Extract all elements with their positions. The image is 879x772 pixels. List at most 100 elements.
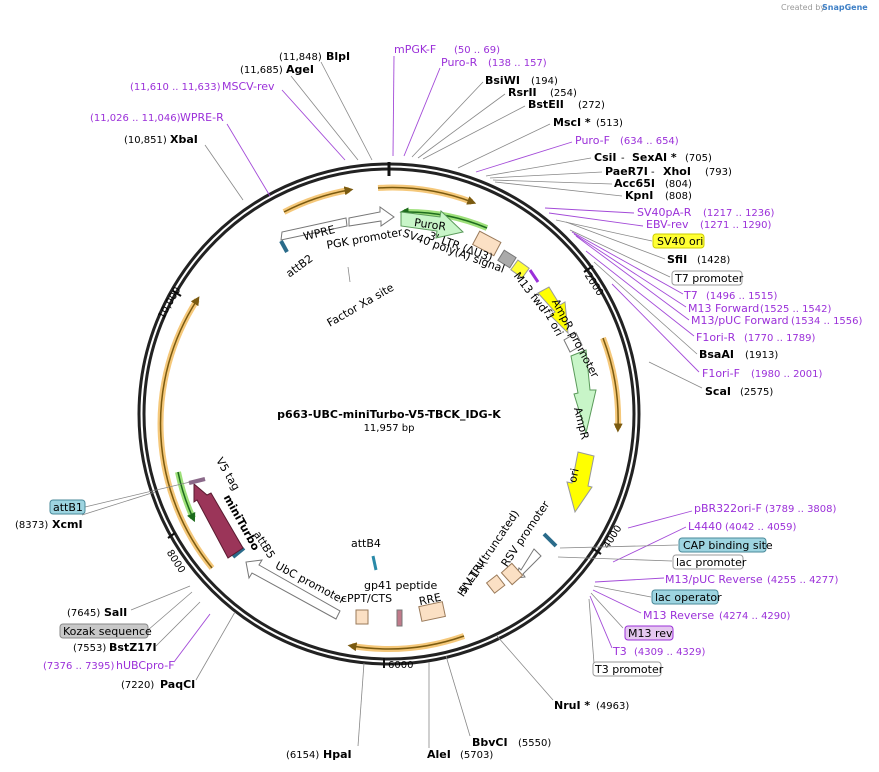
hiv-psi-feature[interactable]	[485, 574, 506, 594]
v5-tag-feature[interactable]	[188, 477, 206, 485]
f1orir-leader	[585, 250, 695, 337]
mpgk-label[interactable]: mPGK-F	[394, 43, 436, 56]
ebvrev-label[interactable]: EBV-rev	[646, 218, 689, 231]
t7-pos: (1496 .. 1515)	[706, 291, 778, 302]
t3prom-leader	[588, 598, 595, 664]
bsaai-label[interactable]: BsaAI	[699, 348, 734, 361]
hpai-label[interactable]: HpaI	[323, 748, 352, 761]
m13rev-box[interactable]	[624, 625, 674, 641]
ampr-feature[interactable]	[570, 349, 597, 435]
ltr5-feature[interactable]	[500, 562, 524, 586]
paqci-pos: (7220)	[121, 680, 154, 691]
mscv-pos: (11,610 .. 11,633)	[130, 82, 221, 93]
sali-label[interactable]: SalI	[104, 606, 127, 619]
paer7i-label[interactable]: PaeR7I	[605, 165, 648, 178]
sfii-label[interactable]: SfiI	[667, 253, 687, 266]
cap-box[interactable]	[678, 537, 767, 553]
attb2-label: attB2	[284, 252, 316, 280]
puror-primer-label[interactable]: Puro-R	[441, 56, 478, 69]
l4440-label[interactable]: L4440	[688, 520, 722, 533]
wpre-feature[interactable]	[280, 217, 348, 241]
t3-promoter-box[interactable]	[592, 661, 662, 677]
f1orir-label[interactable]: F1ori-R	[696, 331, 736, 344]
rre-feature[interactable]	[418, 601, 446, 622]
sv40-polya-feature[interactable]	[497, 249, 517, 269]
ampr-promoter-feature[interactable]	[563, 332, 583, 353]
hiv-psi-label: HIV-1 Ψ	[455, 557, 489, 599]
kozak-box[interactable]	[59, 623, 149, 639]
attb5-feature[interactable]	[231, 546, 246, 559]
attb2-feature[interactable]	[279, 240, 289, 253]
wpre-primer-label[interactable]: WPRE-R	[180, 111, 224, 124]
bstz17i-label[interactable]: BstZ17I	[109, 641, 157, 654]
mini-orf-arrow	[177, 471, 196, 523]
bbvci-label[interactable]: BbvCI	[472, 736, 508, 749]
t7prom-leader	[569, 229, 671, 278]
credit-brand: SnapGene	[822, 3, 868, 12]
t3-label[interactable]: T3	[612, 645, 627, 658]
cppt-feature[interactable]	[355, 609, 369, 625]
attb1-box[interactable]	[49, 499, 86, 515]
f1orif-label[interactable]: F1ori-F	[702, 367, 740, 380]
f1-ori-feature[interactable]	[537, 286, 569, 335]
m13r-label[interactable]: M13 Reverse	[643, 609, 714, 622]
xcmi-label[interactable]: XcmI	[52, 518, 83, 531]
f1orif-pos: (1980 .. 2001)	[751, 369, 823, 380]
sexai-label[interactable]: SexAI *	[632, 151, 677, 164]
paer7i-leader	[489, 171, 603, 179]
purof-label[interactable]: Puro-F	[575, 134, 610, 147]
factorxa-label: Factor Xa site	[325, 281, 396, 330]
ubc-promoter-feature[interactable]	[245, 559, 341, 620]
t7-label[interactable]: T7	[683, 289, 698, 302]
t7-promoter-box[interactable]	[671, 270, 743, 286]
xhoi-label[interactable]: XhoI	[663, 165, 691, 178]
gp41-label: gp41 peptide	[364, 579, 438, 592]
f1orif-leader	[611, 283, 700, 373]
csii-label[interactable]: CsiI	[594, 151, 616, 164]
sv40-ori-feature[interactable]	[510, 259, 530, 279]
scai-label[interactable]: ScaI	[705, 385, 731, 398]
msci-label[interactable]: MscI *	[553, 116, 591, 129]
t7-promoter-label: T7 promoter	[674, 272, 744, 285]
agei-pos: (11,685)	[240, 65, 283, 76]
m13-fwd-feature[interactable]	[528, 269, 540, 283]
blpi-label[interactable]: BlpI	[326, 50, 350, 63]
m13pucf-label[interactable]: M13/pUC Forward	[691, 314, 789, 327]
m13fwd-label[interactable]: M13 Forward	[688, 302, 759, 315]
pbr322-label[interactable]: pBR322ori-F	[694, 502, 762, 515]
orf-arrow-1	[283, 186, 354, 213]
wpre-primer-leader	[226, 123, 271, 197]
bsiwi-label[interactable]: BsiWI	[485, 74, 520, 87]
gp41-feature[interactable]	[396, 609, 403, 627]
m13pucr-label[interactable]: M13/pUC Reverse	[665, 573, 763, 586]
pgk-promoter-feature[interactable]	[348, 206, 395, 227]
lacop-leader	[593, 585, 652, 598]
attb4-feature[interactable]	[371, 555, 378, 571]
puror-feature[interactable]	[400, 209, 465, 239]
kpni-label[interactable]: KpnI	[625, 189, 653, 202]
rsrii-label[interactable]: RsrII	[508, 86, 537, 99]
ori-feature[interactable]	[566, 451, 595, 514]
lac-operator-box[interactable]	[651, 589, 719, 605]
mscv-label[interactable]: MSCV-rev	[222, 80, 275, 93]
bsteii-label[interactable]: BstEII	[528, 98, 564, 111]
ltr3-feature[interactable]	[471, 230, 502, 257]
credit-prefix: Created by	[781, 3, 825, 12]
ebvrev-leader	[548, 212, 644, 227]
xbai-label[interactable]: XbaI	[170, 133, 198, 146]
paqci-label[interactable]: PaqCI	[160, 678, 195, 691]
nrui-label[interactable]: NruI *	[554, 699, 590, 712]
agei-label[interactable]: AgeI	[286, 63, 314, 76]
lac-promoter-box[interactable]	[672, 554, 744, 570]
sv40par-label[interactable]: SV40pA-R	[637, 206, 692, 219]
acc65i-label[interactable]: Acc65I	[614, 177, 655, 190]
hubc-label[interactable]: hUBCpro-F	[116, 659, 175, 672]
xbai-leader	[204, 144, 244, 201]
ruler-10000: 10,000	[156, 285, 183, 321]
miniturbo-feature[interactable]	[193, 482, 244, 559]
sv40ori-box[interactable]	[652, 233, 705, 249]
alei-label[interactable]: AleI	[427, 748, 451, 761]
hubc-leader	[173, 613, 211, 663]
cap-site-feature[interactable]	[542, 532, 558, 548]
